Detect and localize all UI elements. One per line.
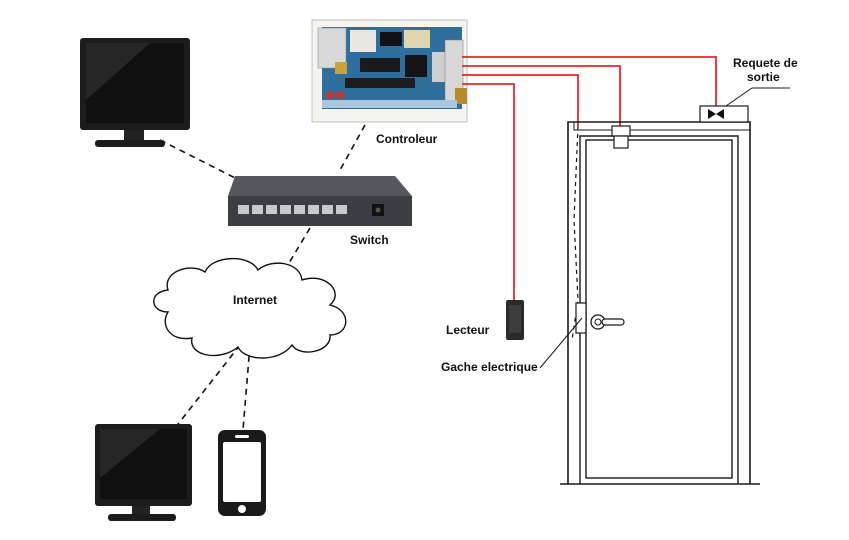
card-reader-icon <box>506 300 524 340</box>
wire-exit-request <box>462 56 717 106</box>
smartphone-icon <box>218 430 266 516</box>
monitor-icon <box>80 38 190 147</box>
door-handle-icon <box>590 314 625 330</box>
exit-request-leader <box>725 87 753 107</box>
exit-request-label-line1: Requete de <box>733 56 798 70</box>
cloud-icon <box>153 257 347 359</box>
switch-label: Switch <box>350 233 389 247</box>
door-icon <box>560 121 760 485</box>
electric-strike-leader <box>539 317 583 369</box>
door-contact-sensor-icon <box>611 125 631 149</box>
controller-board-icon <box>311 19 468 123</box>
electric-strike-label: Gache electrique <box>441 360 538 374</box>
signal-wires <box>462 56 717 300</box>
reader-label: Lecteur <box>446 323 490 337</box>
controller-label: Controleur <box>376 132 438 146</box>
exit-request-label-line2: sortie <box>747 70 780 84</box>
wire-door-contact <box>462 65 621 126</box>
electric-strike-icon <box>575 302 587 334</box>
exit-request-button-icon <box>699 105 749 123</box>
monitor-icon <box>95 424 192 521</box>
link-internet-phone <box>242 344 251 431</box>
wire-electric-strike <box>462 74 579 126</box>
link-controller-switch <box>339 124 366 171</box>
internet-label: Internet <box>233 293 277 307</box>
network-switch-icon <box>228 176 412 226</box>
wire-reader <box>462 83 515 300</box>
link-internet-monitor <box>174 344 241 429</box>
